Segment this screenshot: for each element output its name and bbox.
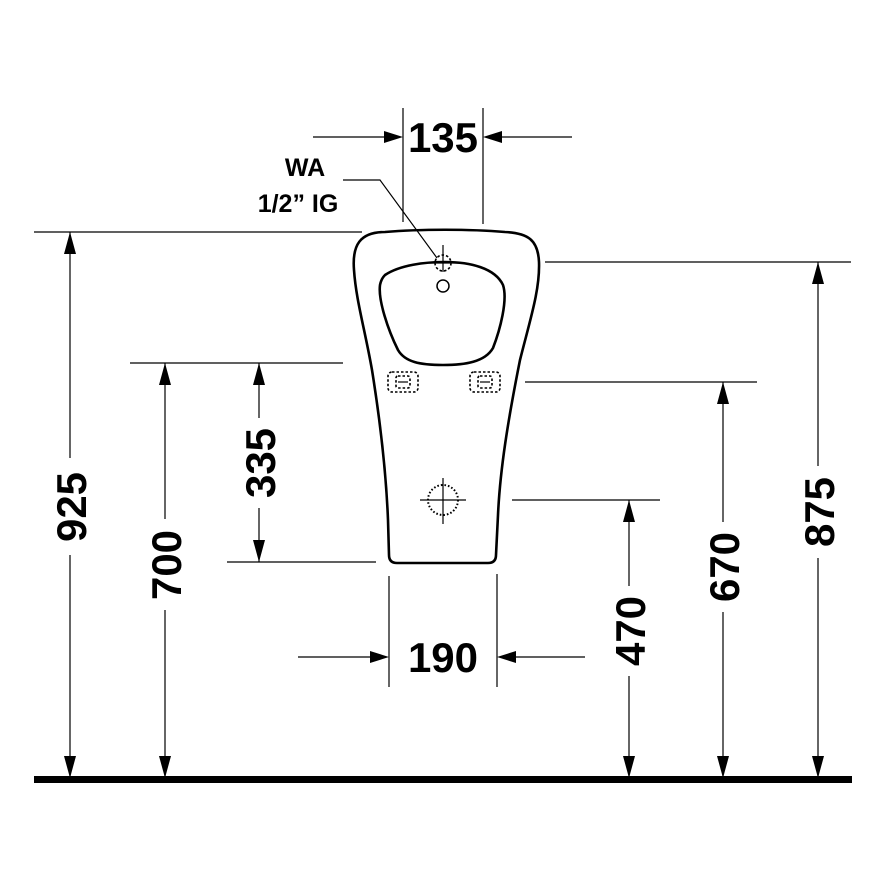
dimension-190 (298, 574, 585, 687)
dim-label-875: 875 (796, 477, 843, 547)
floor-line (34, 776, 852, 783)
dim-label-670: 670 (701, 532, 748, 602)
urinal-outline (352, 228, 541, 565)
dim-label-335: 335 (237, 428, 284, 498)
dim-label-700: 700 (143, 530, 190, 600)
water-inlet-crosshair (426, 245, 460, 272)
dim-label-470: 470 (607, 596, 654, 666)
fixing-point-left (387, 371, 419, 393)
dim-label-190: 190 (408, 634, 478, 681)
dimension-135 (313, 108, 572, 224)
dimension-875 (545, 261, 851, 778)
fixing-point-right (469, 371, 501, 393)
inlet-leader-line (343, 179, 438, 259)
spray-hole (436, 279, 450, 293)
label-inlet-size: 1/2” IG (258, 190, 339, 218)
dimension-335 (227, 363, 376, 563)
dim-label-925: 925 (48, 472, 95, 542)
outlet-crosshair (420, 478, 466, 524)
dim-label-135: 135 (408, 114, 478, 161)
dimension-670 (525, 381, 757, 778)
label-water-inlet: WA (285, 154, 325, 182)
dimension-925 (34, 231, 362, 778)
bowl-opening (378, 260, 506, 367)
dimension-700 (130, 362, 343, 778)
dimension-470 (512, 499, 660, 778)
